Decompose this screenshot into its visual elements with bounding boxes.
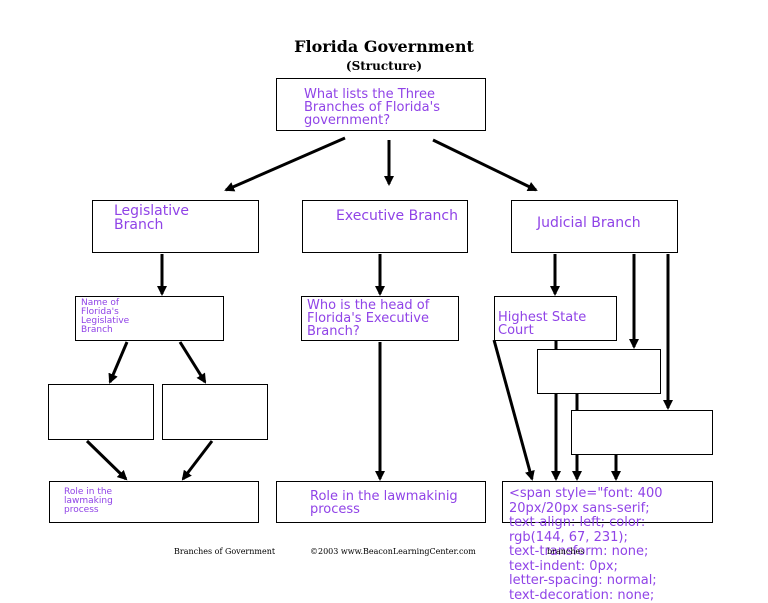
- footer-right: ©2003 www.BeaconLearningCenter.com: [310, 547, 476, 556]
- root-question-text: What lists the Three Branches of Florida…: [304, 87, 440, 128]
- arrow-sub-right-to-role: [181, 440, 214, 481]
- arrow-root-to-judicial: [432, 138, 538, 192]
- legislative-role-text: Role in the lawmaking process: [64, 487, 113, 515]
- judicial-highest-box: Highest State Court: [494, 296, 617, 341]
- legislative-name-box: Name of Florida's Legislative Branch: [75, 296, 224, 341]
- executive-head-box: Who is the head of Florida's Executive B…: [301, 296, 459, 341]
- legislative-sub-left-box: [48, 384, 154, 440]
- judicial-branch-text: Judicial Branch: [537, 215, 641, 231]
- executive-branch-box: Executive Branch: [302, 200, 468, 253]
- page-subtitle: (Structure): [345, 59, 423, 73]
- root-question-box: What lists the Three Branches of Florida…: [276, 78, 486, 131]
- executive-role-box: Role in the lawmakinig process: [276, 481, 486, 523]
- legislative-sub-right-box: [162, 384, 268, 440]
- arrow-root-to-legislative: [224, 136, 346, 192]
- judicial-role-text: <span style="font: 400 20px/20px sans-se…: [509, 486, 663, 603]
- judicial-role-box: <span style="font: 400 20px/20px sans-se…: [502, 481, 713, 602]
- executive-role-text: Role in the lawmakinig process: [310, 489, 458, 517]
- arrow-name-to-sub-right: [178, 341, 207, 384]
- executive-branch-text: Executive Branch: [336, 208, 458, 224]
- arrow-sub-left-to-role: [85, 439, 128, 481]
- executive-head-text: Who is the head of Florida's Executive B…: [307, 298, 430, 339]
- legislative-role-box: Role in the lawmaking process: [49, 481, 259, 523]
- judicial-low-box: [571, 410, 713, 455]
- judicial-mid-box: [537, 349, 661, 394]
- page-title: Florida Government: [294, 37, 474, 56]
- legislative-branch-box: Legislative Branch: [92, 200, 259, 253]
- judicial-branch-box: Judicial Branch: [511, 200, 678, 253]
- footer-left: Branches of Government: [174, 547, 276, 556]
- overlap-text: branches: [547, 547, 585, 556]
- judicial-highest-text: Highest State Court: [498, 310, 587, 338]
- arrow-name-to-sub-left: [108, 341, 129, 384]
- arrow-highest-to-role-a: [492, 339, 535, 481]
- legislative-branch-text: Legislative Branch: [114, 203, 189, 233]
- legislative-name-text: Name of Florida's Legislative Branch: [81, 298, 130, 335]
